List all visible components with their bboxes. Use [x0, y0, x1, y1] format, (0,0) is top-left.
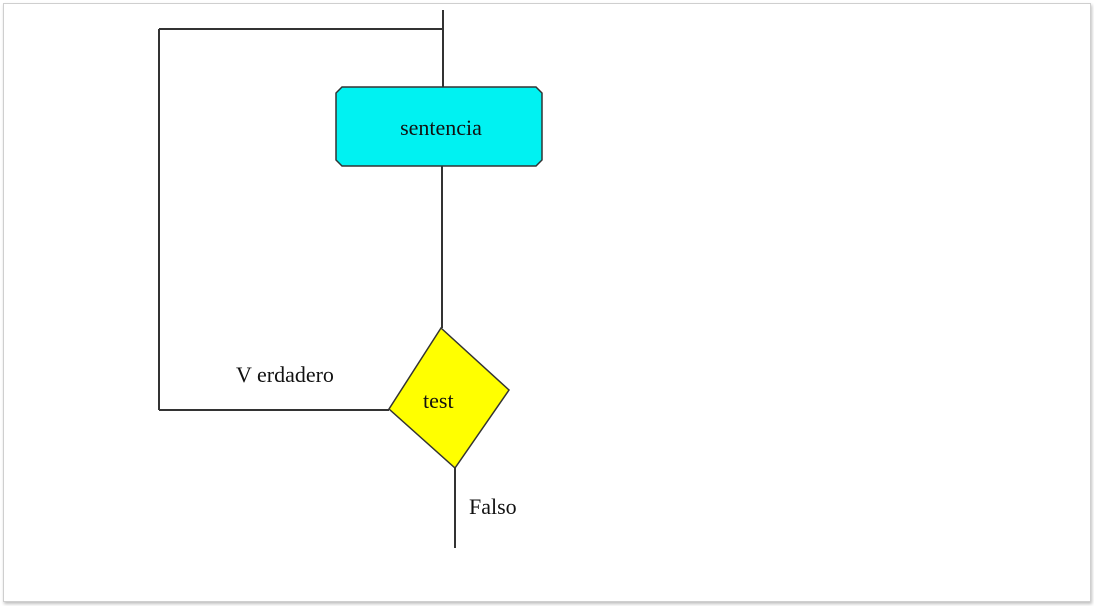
test-node-label: test [423, 388, 454, 413]
sentencia-node-label: sentencia [400, 115, 482, 140]
sentencia-node-shape [335, 86, 543, 167]
test-node-shape [388, 326, 510, 470]
diagram-frame [3, 3, 1091, 602]
false-branch-label: Falso [469, 494, 517, 519]
true-branch-label: V erdadero [236, 362, 334, 387]
